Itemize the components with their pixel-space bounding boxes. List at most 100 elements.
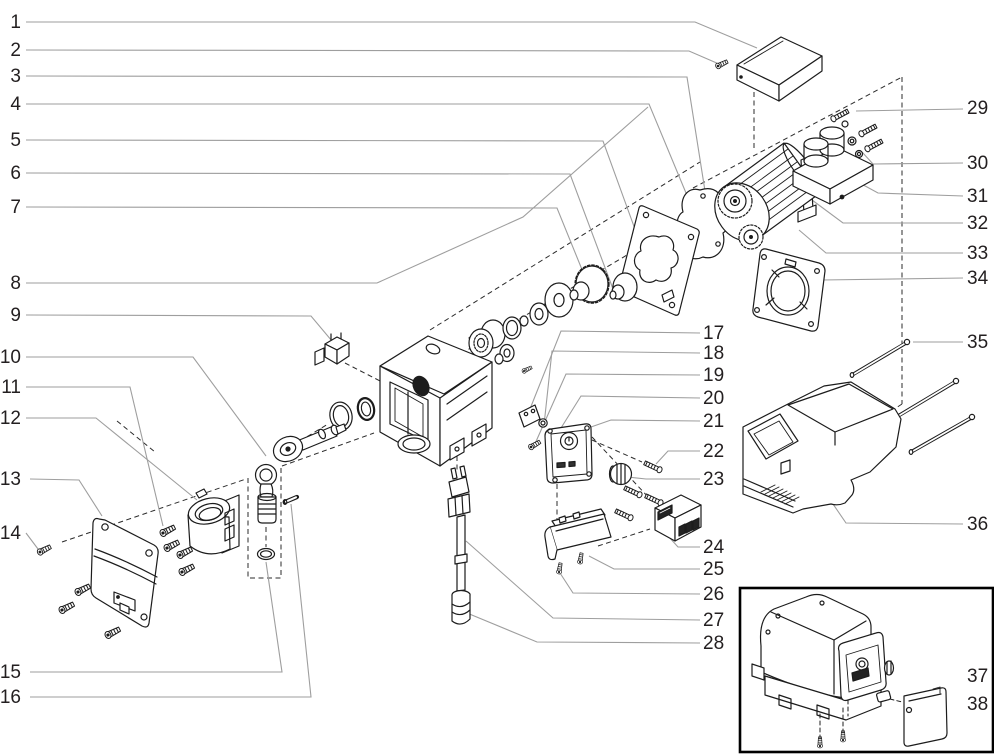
dowel-pin-drawing bbox=[282, 494, 300, 506]
callout-6: 6 bbox=[10, 163, 21, 184]
callout-18: 18 bbox=[703, 343, 724, 364]
leader-5 bbox=[25, 139, 649, 266]
callout-25: 25 bbox=[703, 559, 724, 580]
leader-22 bbox=[655, 450, 700, 465]
leader-lines bbox=[25, 21, 964, 706]
gear-large-drawing bbox=[569, 264, 610, 304]
callout-21: 21 bbox=[703, 411, 724, 432]
callout-34: 34 bbox=[967, 268, 989, 289]
callout-15: 15 bbox=[0, 662, 21, 683]
leader-3 bbox=[25, 75, 706, 192]
gear-small-drawing bbox=[609, 272, 638, 302]
callout-14: 14 bbox=[0, 523, 21, 544]
screw-14-drawing bbox=[35, 543, 53, 557]
leader-34 bbox=[821, 277, 964, 281]
leader-15 bbox=[30, 561, 283, 673]
callout-2: 2 bbox=[10, 40, 21, 61]
callout-29: 29 bbox=[967, 98, 988, 119]
callout-1: 1 bbox=[10, 12, 21, 33]
leader-27 bbox=[465, 540, 701, 621]
leader-10 bbox=[26, 356, 267, 457]
callout-22: 22 bbox=[703, 441, 724, 462]
callout-30: 30 bbox=[967, 153, 988, 174]
callout-37: 37 bbox=[967, 666, 988, 687]
callout-38: 38 bbox=[967, 694, 988, 715]
display-module-drawing bbox=[654, 494, 702, 542]
callout-16: 16 bbox=[0, 687, 21, 708]
callout-13: 13 bbox=[0, 469, 21, 490]
callout-23: 23 bbox=[703, 469, 724, 490]
callout-28: 28 bbox=[703, 633, 724, 654]
leader-32 bbox=[807, 196, 963, 224]
leader-26 bbox=[559, 572, 701, 595]
callout-5: 5 bbox=[10, 130, 21, 151]
bracket-bosses bbox=[803, 126, 845, 168]
leader-30 bbox=[861, 151, 964, 165]
callout-19: 19 bbox=[703, 365, 724, 386]
callout-4: 4 bbox=[10, 94, 21, 115]
motor-assembly-drawing bbox=[714, 142, 822, 250]
leader-20 bbox=[560, 395, 701, 429]
door-screws-drawing bbox=[555, 552, 585, 575]
callout-31: 31 bbox=[967, 186, 988, 207]
callout-8: 8 bbox=[10, 273, 21, 294]
washer-18-drawing bbox=[538, 418, 548, 428]
callout-36: 36 bbox=[967, 514, 988, 535]
callout-7: 7 bbox=[10, 197, 21, 218]
leader-13 bbox=[29, 478, 103, 517]
motor-mount-bracket-drawing bbox=[792, 126, 874, 205]
leader-1 bbox=[26, 21, 758, 49]
leader-28 bbox=[466, 612, 701, 644]
leader-4 bbox=[26, 103, 692, 206]
leader-33 bbox=[798, 229, 963, 254]
leader-8 bbox=[26, 106, 649, 284]
knob-drawing bbox=[608, 462, 633, 486]
piston-o-ring-drawing bbox=[256, 547, 276, 561]
leader-16 bbox=[30, 503, 312, 698]
leader-6 bbox=[25, 172, 614, 290]
front-cover-drawing bbox=[90, 517, 159, 628]
micro-switch-drawing bbox=[314, 332, 350, 366]
main-housing-drawing bbox=[742, 381, 902, 514]
washer-stack-drawing bbox=[494, 282, 574, 375]
leader-12 bbox=[26, 417, 198, 501]
leader-21 bbox=[590, 419, 701, 428]
hinged-door-drawing bbox=[544, 508, 612, 561]
callout-17: 17 bbox=[703, 323, 724, 344]
leader-17 bbox=[527, 330, 701, 415]
motor-gear-face bbox=[714, 182, 770, 250]
screw-19-drawing bbox=[527, 438, 542, 452]
inset-panel bbox=[738, 586, 994, 754]
leader-25 bbox=[588, 555, 700, 570]
leader-14 bbox=[25, 532, 39, 550]
callout-9: 9 bbox=[10, 305, 21, 326]
callout-33: 33 bbox=[967, 243, 988, 264]
gearbox-housing-drawing bbox=[379, 335, 493, 467]
leader-2 bbox=[25, 49, 720, 65]
motor-cover-drawing bbox=[736, 36, 823, 102]
callout-32: 32 bbox=[967, 213, 988, 234]
transducer-drawing bbox=[447, 465, 471, 625]
leader-9 bbox=[25, 314, 338, 348]
callout-35: 35 bbox=[967, 332, 988, 353]
leader-36 bbox=[832, 503, 964, 525]
tie-rods-drawing bbox=[849, 338, 976, 456]
mount-bolts-drawing bbox=[829, 107, 885, 159]
piston-assembly-drawing bbox=[254, 463, 278, 524]
callout-27: 27 bbox=[703, 610, 724, 631]
leader-31 bbox=[855, 180, 964, 197]
plug-drawing bbox=[876, 690, 892, 703]
callout-labels: 1 2 3 4 5 6 7 8 9 10 11 12 13 14 15 16 1… bbox=[0, 12, 989, 715]
leader-11 bbox=[26, 386, 164, 527]
motor-frame-plate-drawing bbox=[752, 248, 826, 332]
gasket-square-drawing bbox=[618, 205, 700, 316]
control-box-drawing bbox=[544, 423, 593, 484]
assembled-unit-drawing bbox=[751, 593, 895, 749]
callout-24: 24 bbox=[703, 537, 725, 558]
leader-23 bbox=[627, 476, 700, 480]
inset-dashed-lines bbox=[819, 698, 903, 743]
crankshaft-drawing bbox=[272, 423, 347, 463]
leader-29 bbox=[855, 108, 964, 112]
